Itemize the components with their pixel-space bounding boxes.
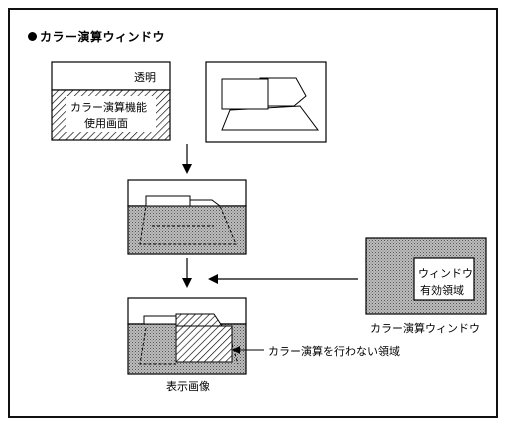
display-panel: [127, 297, 247, 375]
composite-panel: [127, 179, 247, 255]
sprite-panel: [205, 61, 327, 143]
transparent-label: 透明: [134, 71, 156, 84]
heading-text: カラー演算ウィンドウ: [40, 30, 166, 44]
color-op-label-line2: 使用画面: [84, 117, 128, 130]
arrow-down-1: [182, 144, 192, 174]
window-inner-line2: 有効領域: [420, 284, 464, 297]
window-panel-caption: カラー演算ウィンドウ: [370, 322, 480, 335]
arrow-down-2: [182, 258, 192, 288]
window-inner-line1: ウィンドウ: [418, 267, 473, 280]
window-panel: [365, 237, 487, 315]
figure-heading: カラー演算ウィンドウ: [28, 28, 165, 45]
color-op-label-line1: カラー演算機能: [70, 101, 147, 114]
display-image-caption: 表示画像: [166, 380, 210, 393]
bullet-icon: [28, 32, 37, 41]
callout-arrow: [232, 346, 264, 354]
source-panel: [51, 61, 171, 141]
figure-frame: [8, 8, 498, 418]
arrow-left: [208, 274, 358, 284]
no-color-op-callout: カラー演算を行わない領域: [268, 345, 400, 358]
